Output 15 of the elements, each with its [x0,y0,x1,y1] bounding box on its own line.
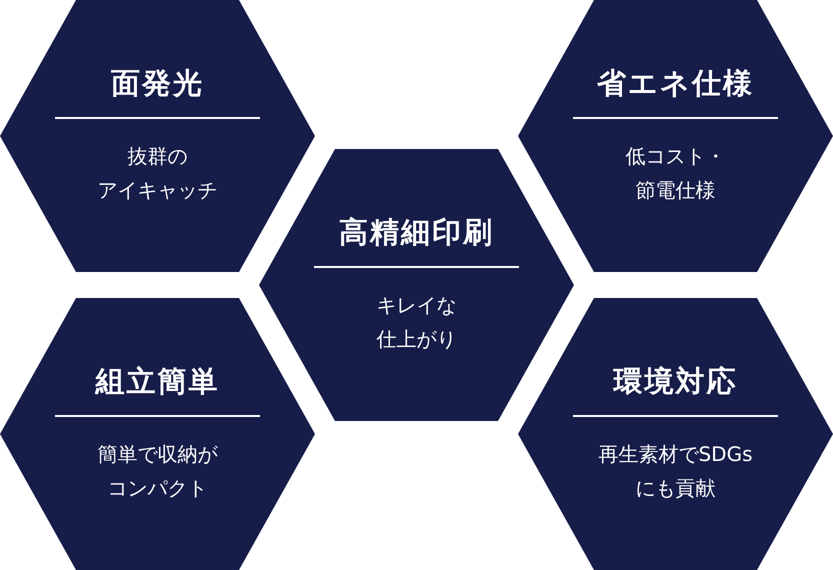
panel-title: 省エネ仕様 [596,66,755,100]
hexagon-panel [0,0,315,272]
panel-title: 高精細印刷 [338,215,495,249]
panel-text: 再生素材でSDGsにも貢献 [597,441,754,502]
panel-text: 簡単で収納がコンパクト [96,441,219,502]
hexagon-panel [259,149,574,421]
hexagon-panel [518,0,833,272]
hexagon-panel [518,298,833,570]
panel-title: 面発光 [110,66,205,100]
panel-text: キレイな仕上がり [376,292,458,353]
panel-text: 低コスト・節電仕様 [624,143,726,204]
panel-title: 環境対応 [612,364,738,398]
panel-title: 組立簡単 [94,364,220,398]
panel-text: 抜群のアイキャッチ [96,143,218,204]
hexagon-panel [0,298,315,570]
